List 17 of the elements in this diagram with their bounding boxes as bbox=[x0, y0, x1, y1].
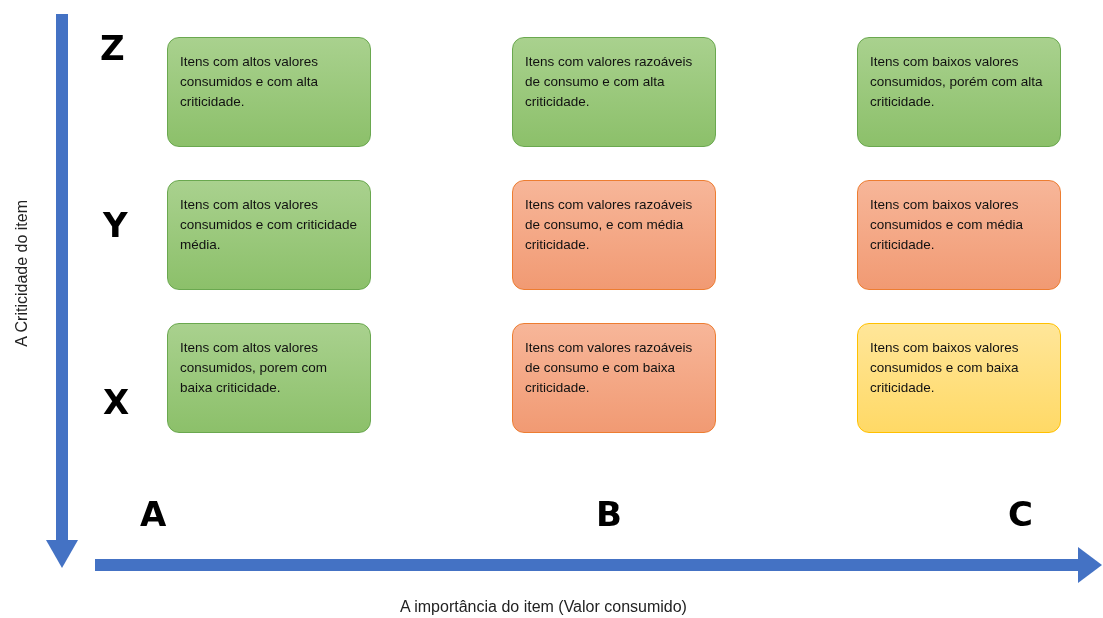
row-letter: Z bbox=[100, 28, 125, 68]
matrix-card: Itens com valores razoáveis de consumo, e com média criticidade. bbox=[512, 180, 716, 290]
matrix-card: Itens com altos valores consumidos, porem com baixa criticidade. bbox=[167, 323, 371, 433]
row-letter: X bbox=[103, 382, 130, 422]
column-letter: B bbox=[596, 494, 622, 534]
matrix-card: Itens com baixos valores consumidos e com média criticidade. bbox=[857, 180, 1061, 290]
matrix-card: Itens com altos valores consumidos e com criticidade média. bbox=[167, 180, 371, 290]
column-letter: C bbox=[1008, 494, 1033, 534]
matrix-card: Itens com altos valores consumidos e com alta criticidade. bbox=[167, 37, 371, 147]
row-letter: Y bbox=[103, 205, 128, 245]
matrix-card: Itens com baixos valores consumidos e com baixa criticidade. bbox=[857, 323, 1061, 433]
matrix-card: Itens com valores razoáveis de consumo e com alta criticidade. bbox=[512, 37, 716, 147]
matrix-card: Itens com valores razoáveis de consumo e com baixa criticidade. bbox=[512, 323, 716, 433]
axis-title: A Criticidade do item bbox=[12, 200, 31, 347]
matrix-card: Itens com baixos valores consumidos, porém com alta criticidade. bbox=[857, 37, 1061, 147]
column-letter: A bbox=[140, 494, 167, 534]
axis-title: A importância do item (Valor consumido) bbox=[400, 597, 687, 617]
